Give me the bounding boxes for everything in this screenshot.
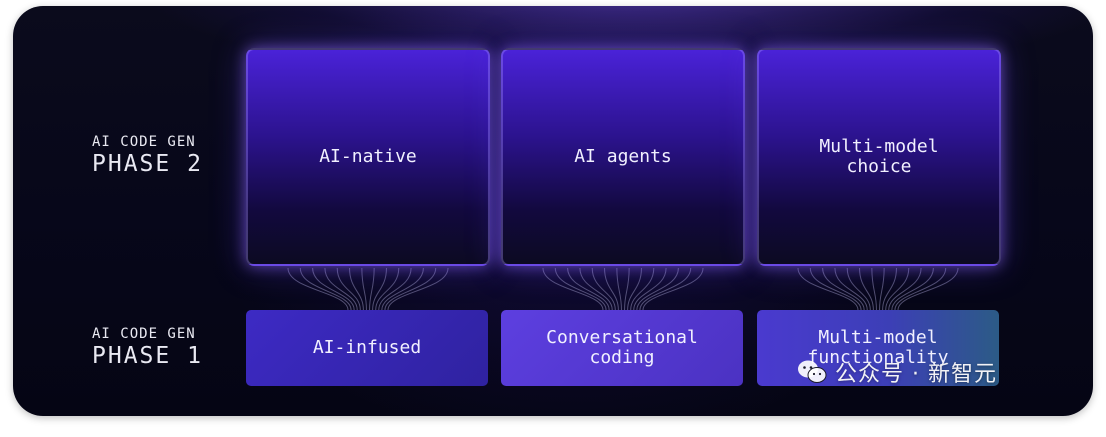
connector-wire	[879, 267, 885, 311]
connector-wire	[361, 267, 367, 311]
phase-2-card-ai-agents: AI agents	[501, 48, 745, 266]
connector-wire	[891, 267, 934, 311]
watermark: 公众号 · 新智元	[797, 356, 997, 388]
connector-wire	[616, 267, 622, 311]
connector-wire	[888, 267, 922, 311]
connector-wire	[834, 267, 868, 311]
connector-wire	[846, 267, 871, 311]
connector-wire	[579, 267, 613, 311]
connector-wire	[822, 267, 865, 311]
phase-1-card-ai-infused: AI-infused	[246, 310, 488, 386]
connector-wire	[604, 267, 619, 311]
connector-wire	[554, 267, 607, 311]
phase-1-card-conversational-coding: Conversational coding	[501, 310, 743, 386]
connector-wire	[630, 267, 655, 311]
phase-1-label-big: PHASE 1	[92, 343, 203, 369]
connector-wire	[381, 267, 424, 311]
connector-wire	[299, 267, 352, 311]
connector-wire	[567, 267, 610, 311]
connector-wire	[372, 267, 387, 311]
connector-wire	[797, 267, 859, 311]
diagram-frame: AI CODE GEN PHASE 2 AI CODE GEN PHASE 1 …	[13, 6, 1093, 416]
watermark-text: 公众号 · 新智元	[835, 362, 997, 387]
connector-wire	[349, 267, 364, 311]
connector-wire	[312, 267, 355, 311]
phase-2-card-ai-native: AI-native	[246, 48, 490, 266]
phase-1-card-multi-model-functionality: Multi-model functionality	[757, 310, 999, 386]
connector-wires	[287, 267, 959, 311]
connector-wire	[336, 267, 361, 311]
phase-2-card-multi-model-choice: Multi-model choice	[757, 48, 1001, 266]
connector-wire	[885, 267, 910, 311]
connector-wire	[809, 267, 862, 311]
connector-wire	[324, 267, 358, 311]
connector-wire	[384, 267, 437, 311]
connector-wire	[375, 267, 400, 311]
connector-wire	[639, 267, 692, 311]
connector-wire	[882, 267, 897, 311]
connector-wire	[636, 267, 679, 311]
connector-wire	[894, 267, 947, 311]
connector-wire	[287, 267, 349, 311]
connector-wire	[624, 267, 630, 311]
phase-2-label-big: PHASE 2	[92, 151, 203, 177]
connector-wire	[591, 267, 616, 311]
connector-wire	[642, 267, 704, 311]
connector-wire	[369, 267, 375, 311]
connector-wire	[633, 267, 667, 311]
connector-wire	[387, 267, 449, 311]
connector-wire	[897, 267, 959, 311]
phase-2-label: AI CODE GEN PHASE 2	[92, 134, 203, 177]
wechat-icon	[798, 360, 827, 383]
connector-wire	[627, 267, 642, 311]
phase-1-label: AI CODE GEN PHASE 1	[92, 326, 203, 369]
connector-wire	[859, 267, 874, 311]
connector-wire	[871, 267, 877, 311]
connector-wire	[542, 267, 604, 311]
connector-wire	[378, 267, 412, 311]
phase-1-label-small: AI CODE GEN	[92, 326, 196, 342]
phase-2-label-small: AI CODE GEN	[92, 134, 196, 150]
